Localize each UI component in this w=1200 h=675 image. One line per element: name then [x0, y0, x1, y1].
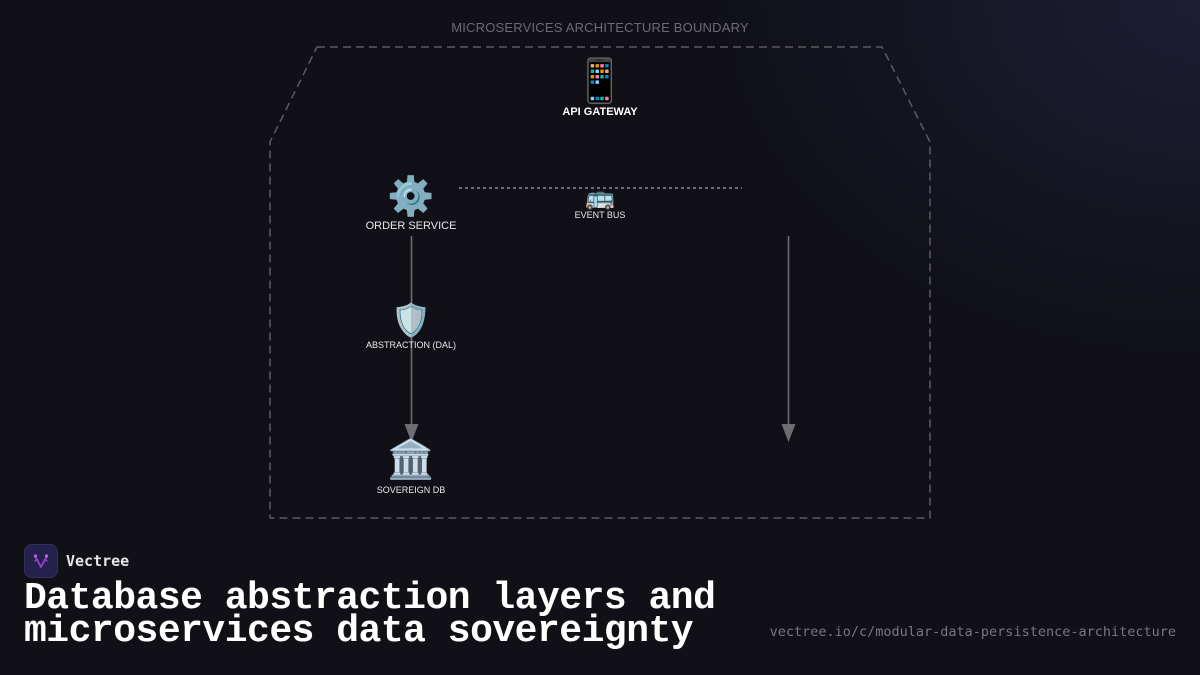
bus-icon: 🚌 — [585, 184, 615, 211]
boundary-outline — [269, 46, 931, 519]
node-abstraction-layer: 🛡️ ABSTRACTION (DAL) — [366, 304, 456, 350]
diagram-lines — [269, 46, 931, 519]
gear-icon: ⚙️ — [387, 176, 435, 218]
title-line-2: microservices data sovereignty — [24, 610, 694, 653]
node-label: SOVEREIGN DB — [376, 485, 446, 495]
brand-name: Vectree — [66, 552, 130, 570]
shield-icon: 🛡️ — [391, 302, 431, 338]
mobile-phone-icon: 📱 — [573, 57, 627, 104]
node-sovereign-db: 🏛️ SOVEREIGN DB — [377, 441, 446, 495]
node-label: API GATEWAY — [562, 106, 638, 118]
brand: Vectree — [24, 544, 129, 578]
node-order-service: ⚙️ ORDER SERVICE — [366, 178, 457, 232]
node-event-bus: 🚌 EVENT BUS — [574, 184, 626, 221]
node-label: ABSTRACTION (DAL) — [365, 340, 457, 350]
arrowhead-db — [404, 424, 419, 442]
node-label: EVENT BUS — [574, 210, 626, 220]
page-title: Database abstraction layers and microser… — [24, 580, 716, 651]
classical-building-icon: 🏛️ — [387, 439, 435, 481]
architecture-diagram: MICROSERVICES ARCHITECTURE BOUNDARY 📱 AP… — [269, 20, 931, 519]
node-label: ORDER SERVICE — [365, 220, 457, 232]
boundary-title: MICROSERVICES ARCHITECTURE BOUNDARY — [451, 20, 749, 35]
node-api-gateway: 📱 API GATEWAY — [562, 57, 638, 119]
title-line-1: Database abstraction layers and — [24, 577, 716, 620]
arrowhead-right — [781, 424, 796, 442]
source-url: vectree.io/c/modular-data-persistence-ar… — [769, 624, 1176, 640]
vectree-logo-icon — [24, 544, 58, 578]
